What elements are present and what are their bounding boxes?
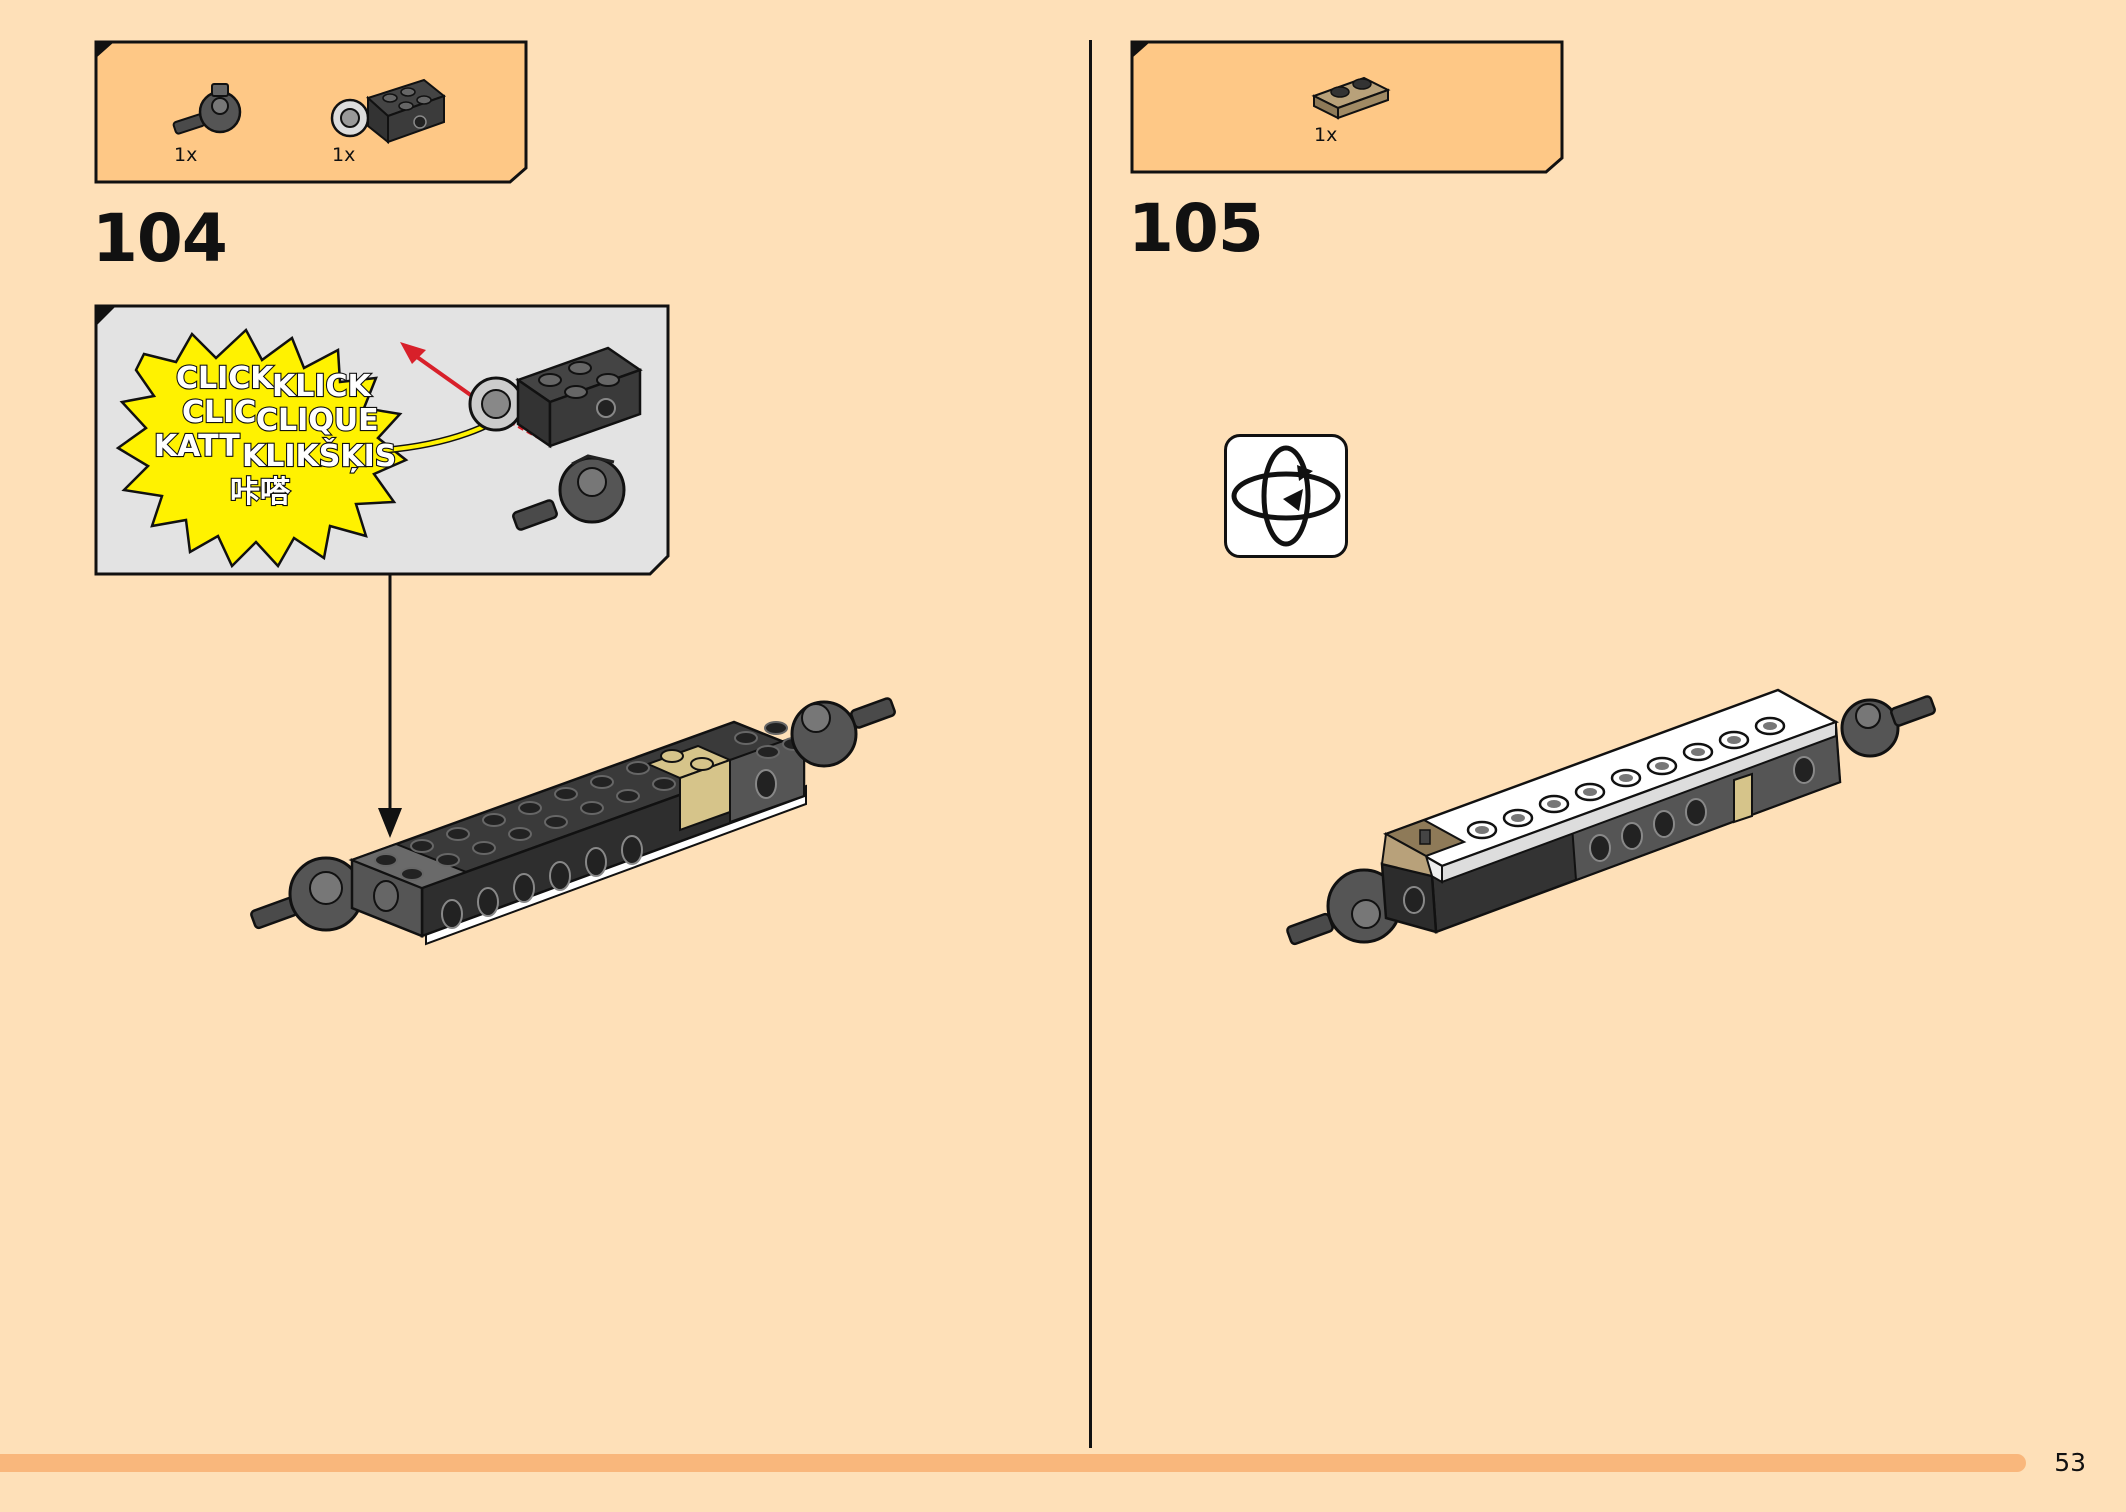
step-number: 104 xyxy=(92,200,228,277)
direction-arrow-head xyxy=(400,342,426,364)
click-word: KLICK xyxy=(272,369,373,404)
part-quantity: 1x xyxy=(1314,124,1338,146)
technic-brick-with-socket-icon xyxy=(468,346,643,449)
progress-bar xyxy=(0,1454,2026,1472)
callout-frame: CLICK KLICK CLIC CLIQUE KATT KLIKŠĶIS 咔嗒 xyxy=(94,304,670,576)
click-word: CLIQUE xyxy=(256,403,379,438)
parts-list-box-step-105: 1x xyxy=(1130,40,1564,174)
page-number: 53 xyxy=(2054,1448,2086,1477)
part-quantity: 1x xyxy=(332,144,356,166)
page-divider xyxy=(1089,40,1092,1448)
tan-plate-1x2-icon xyxy=(1311,76,1391,120)
click-burst-shape xyxy=(115,327,409,569)
click-word: KATT xyxy=(154,429,240,464)
rotate-model-icon xyxy=(1224,434,1348,558)
step-104-model-illustration xyxy=(250,697,896,946)
click-word: KLIKŠĶIS xyxy=(242,437,396,474)
parts-box-frame xyxy=(94,40,528,184)
click-word: CLIC xyxy=(182,395,256,430)
down-arrow xyxy=(378,574,402,838)
step-number: 105 xyxy=(1128,190,1264,267)
parts-list-box-step-104: 1x 1x xyxy=(94,40,528,184)
click-word: CLICK xyxy=(176,361,275,396)
technic-brick-with-socket-icon xyxy=(330,78,447,145)
click-word: 咔嗒 xyxy=(230,475,291,510)
ball-joint-part-icon xyxy=(512,454,626,531)
click-callout-box: CLICK KLICK CLIC CLIQUE KATT KLIKŠĶIS 咔嗒 xyxy=(94,304,670,580)
step-105-model-illustration xyxy=(1286,688,1936,946)
part-quantity: 1x xyxy=(174,144,198,166)
direction-arrow-line xyxy=(408,350,474,398)
ball-joint-part-icon xyxy=(172,83,242,135)
